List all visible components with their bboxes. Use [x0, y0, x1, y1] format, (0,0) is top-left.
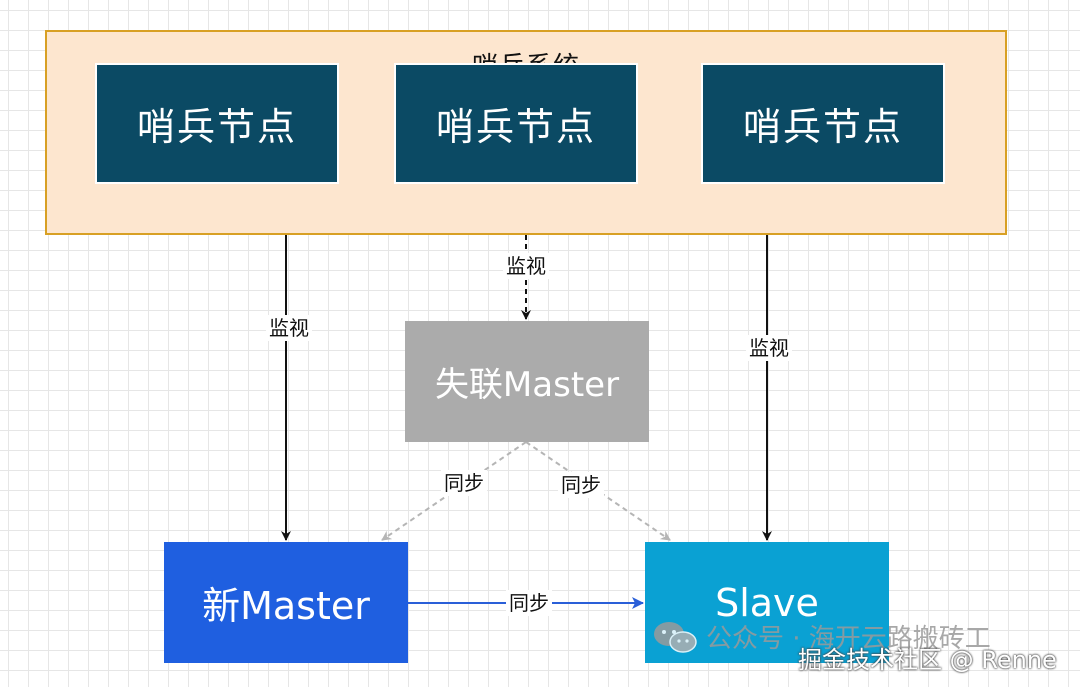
wechat-icon	[652, 620, 698, 654]
new-master-node: 新Master	[164, 542, 408, 663]
edge-sync-lost-to-slave	[525, 441, 671, 541]
credit-text: 掘金技术社区 @ Renne	[798, 646, 1057, 674]
sentinel-node-3: 哨兵节点	[701, 63, 945, 184]
label-sync-lost-to-slave: 同步	[558, 472, 604, 498]
sentinel-node-1: 哨兵节点	[95, 63, 339, 184]
edge-sync-lost-to-new	[381, 441, 527, 541]
lost-master-node: 失联Master	[405, 321, 649, 442]
label-sync-lost-to-new: 同步	[441, 470, 487, 496]
sentinel-node-2: 哨兵节点	[394, 63, 638, 184]
watermark: 公众号 · 海开云路搬砖工	[652, 618, 991, 655]
label-monitor-right: 监视	[746, 335, 792, 361]
watermark-text: 公众号 · 海开云路搬砖工	[706, 624, 991, 654]
label-monitor-left: 监视	[266, 315, 312, 341]
label-monitor-center: 监视	[503, 253, 549, 279]
label-sync-new-to-slave: 同步	[506, 590, 552, 616]
